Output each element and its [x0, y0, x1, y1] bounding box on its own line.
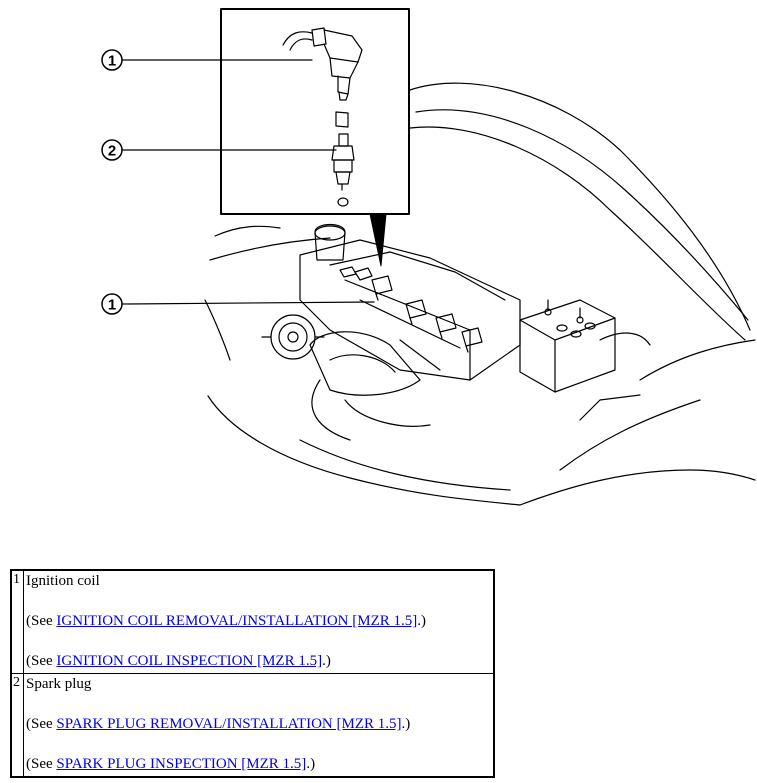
- reference-line: (See IGNITION COIL INSPECTION [MZR 1.5].…: [26, 653, 331, 669]
- ignition-coil-inspection-link[interactable]: IGNITION COIL INSPECTION [MZR 1.5]: [56, 653, 323, 669]
- spark-plug-illustration: [331, 133, 355, 207]
- svg-text:1: 1: [108, 53, 116, 70]
- reference-line: (See IGNITION COIL REMOVAL/INSTALLATION …: [26, 613, 426, 629]
- parts-legend-table: 1 Ignition coil (See IGNITION COIL REMOV…: [10, 569, 495, 778]
- part-number: 1: [10, 569, 24, 674]
- ignition-coil-illustration: [282, 27, 363, 128]
- callout-1-bottom-leader: [122, 301, 375, 305]
- reference-line: (See SPARK PLUG REMOVAL/INSTALLATION [MZ…: [26, 716, 411, 732]
- svg-text:2: 2: [108, 143, 116, 160]
- part-name: Spark plug: [26, 676, 92, 692]
- engine-coils: [371, 275, 483, 353]
- part-number: 2: [10, 673, 24, 778]
- battery: [519, 299, 651, 393]
- reference-line: (See SPARK PLUG INSPECTION [MZR 1.5].): [26, 756, 316, 772]
- part-name: Ignition coil: [26, 573, 100, 589]
- engine-bay-outline: [204, 82, 756, 506]
- callout-1-top: 1: [101, 49, 123, 71]
- engine-block: [261, 223, 521, 441]
- part-description: Ignition coil (See IGNITION COIL REMOVAL…: [23, 569, 495, 674]
- callout-1-bottom: 1: [101, 293, 123, 315]
- engine-diagram: 1 2 1: [101, 8, 756, 506]
- ignition-coil-removal-link[interactable]: IGNITION COIL REMOVAL/INSTALLATION [MZR …: [56, 613, 418, 629]
- table-row: 1 Ignition coil (See IGNITION COIL REMOV…: [10, 569, 495, 674]
- detail-inset-frame: [220, 8, 410, 215]
- svg-text:1: 1: [108, 297, 116, 314]
- part-description: Spark plug (See SPARK PLUG REMOVAL/INSTA…: [23, 673, 495, 778]
- inset-pointer: [369, 213, 387, 267]
- table-row: 2 Spark plug (See SPARK PLUG REMOVAL/INS…: [10, 673, 495, 778]
- spark-plug-removal-link[interactable]: SPARK PLUG REMOVAL/INSTALLATION [MZR 1.5…: [56, 716, 402, 732]
- spark-plug-inspection-link[interactable]: SPARK PLUG INSPECTION [MZR 1.5]: [56, 756, 307, 772]
- callout-2: 2: [101, 139, 123, 161]
